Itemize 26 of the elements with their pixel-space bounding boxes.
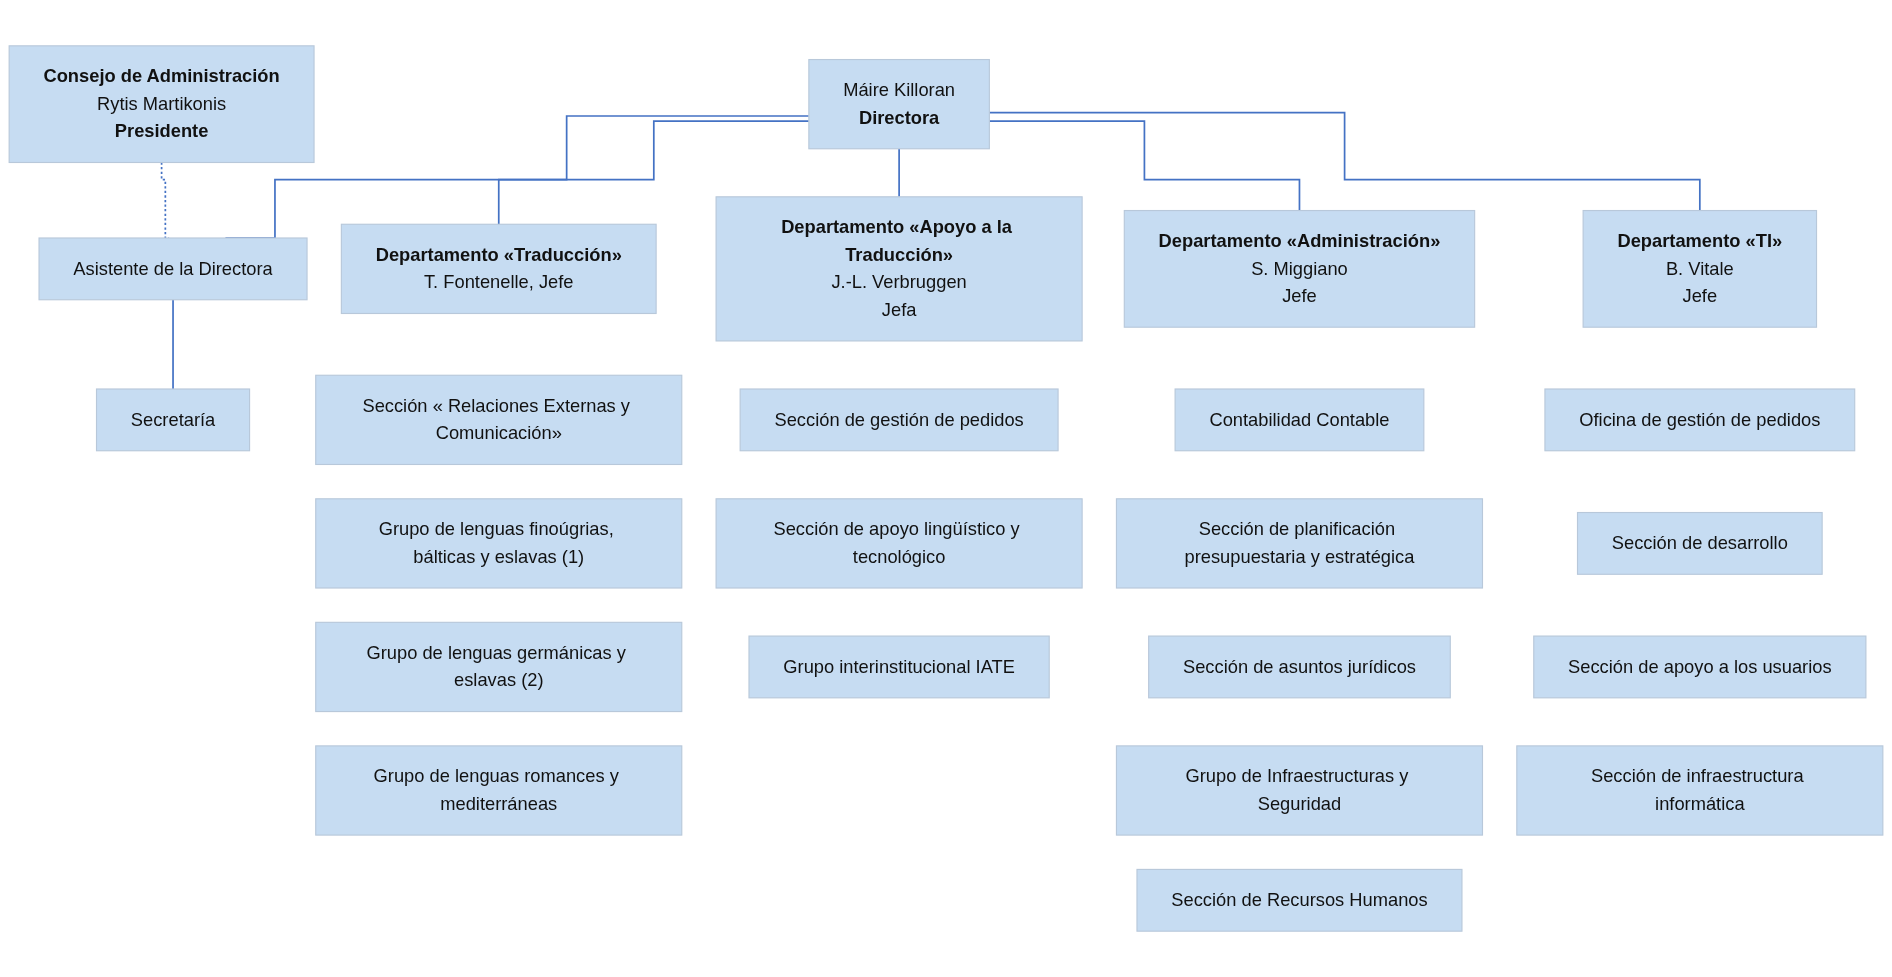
- node-box: [8, 45, 315, 164]
- node-box: [1174, 388, 1425, 452]
- node-box: [1123, 209, 1476, 328]
- node-box: [1582, 209, 1818, 328]
- node-box: [1115, 745, 1484, 836]
- node-box: [315, 621, 683, 713]
- node-box: [315, 498, 683, 589]
- node-box: [1516, 745, 1884, 836]
- node-box: [95, 388, 251, 452]
- connector: [898, 147, 900, 198]
- node-box: [1576, 511, 1823, 575]
- node-box: [808, 58, 990, 150]
- connector: [172, 298, 174, 390]
- node-box: [1148, 635, 1451, 699]
- node-box: [1533, 635, 1867, 699]
- node-box: [1136, 868, 1463, 932]
- node-box: [38, 237, 308, 301]
- node-box: [1544, 388, 1856, 452]
- node-box: [748, 635, 1050, 699]
- node-box: [315, 745, 683, 836]
- node-box: [739, 388, 1059, 452]
- node-box: [315, 374, 683, 466]
- node-box: [1115, 498, 1484, 589]
- node-box: [715, 498, 1083, 589]
- node-box: [715, 196, 1083, 342]
- node-box: [340, 223, 657, 315]
